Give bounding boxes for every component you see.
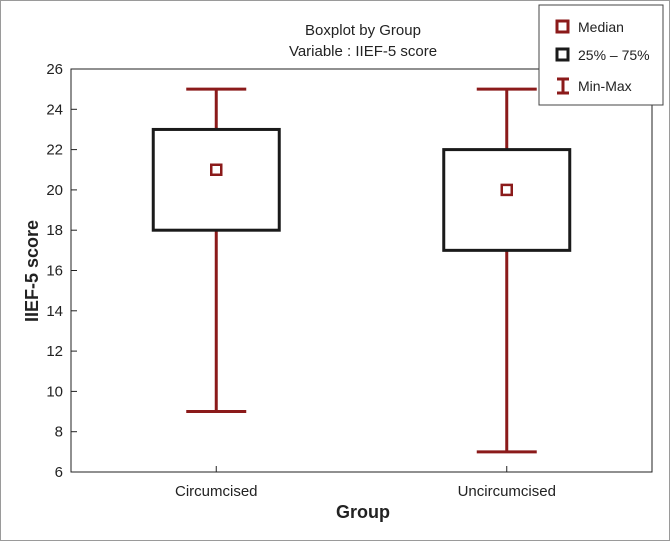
y-axis-title: IIEF-5 score	[22, 220, 42, 322]
x-axis: Circumcised Uncircumcised	[175, 466, 556, 500]
y-axis: 6 8 10 12 14 16 18 20 22 24 26	[46, 61, 77, 481]
legend-box	[538, 4, 664, 106]
legend-range-icon	[557, 77, 569, 95]
x-tick-label-0: Circumcised	[175, 483, 258, 500]
box-series	[151, 87, 572, 454]
y-tick-label-16: 16	[46, 263, 63, 280]
chart-title: Boxplot by Group	[305, 22, 421, 39]
y-tick-label-24: 24	[46, 101, 63, 118]
chart-subtitle: Variable : IIEF-5 score	[289, 43, 437, 60]
legend-median-icon	[555, 19, 570, 34]
y-tick-label-22: 22	[46, 142, 63, 159]
y-tick-label-10: 10	[46, 383, 63, 400]
box-group-0	[151, 87, 281, 414]
y-tick-label-20: 20	[46, 182, 63, 199]
y-tick-label-6: 6	[55, 464, 63, 481]
median-marker	[210, 163, 223, 176]
legend-iqr-icon	[555, 47, 570, 62]
legend-label-median: Median	[578, 19, 624, 35]
legend-label-range: Min-Max	[578, 78, 632, 94]
box-group-1	[442, 87, 572, 454]
iqr-box	[151, 127, 281, 232]
y-tick-label-14: 14	[46, 303, 63, 320]
x-axis-title: Group	[336, 502, 390, 522]
legend-label-iqr: 25% – 75%	[578, 47, 650, 63]
x-tick-label-1: Uncircumcised	[458, 483, 556, 500]
legend: Median 25% – 75% Min-Max	[538, 4, 664, 106]
y-tick-label-26: 26	[46, 61, 63, 78]
y-tick-label-12: 12	[46, 343, 63, 360]
y-tick-label-8: 8	[55, 424, 63, 441]
y-tick-label-18: 18	[46, 222, 63, 239]
median-marker	[500, 183, 513, 197]
iqr-box	[442, 148, 572, 252]
